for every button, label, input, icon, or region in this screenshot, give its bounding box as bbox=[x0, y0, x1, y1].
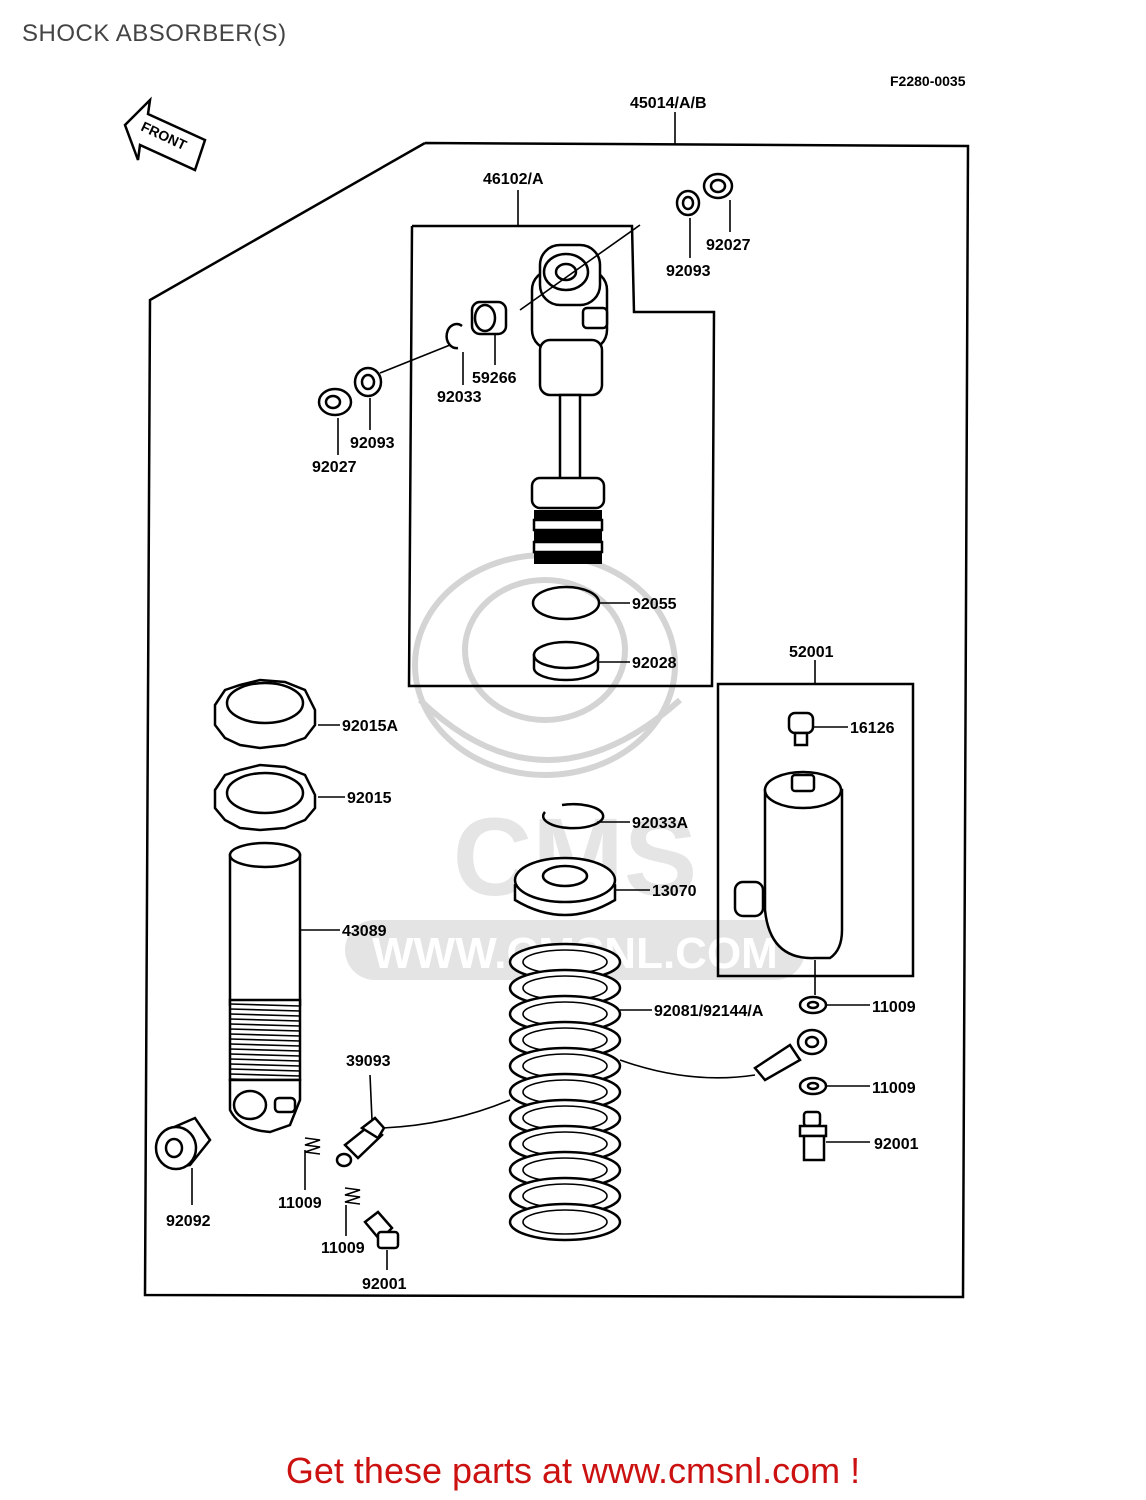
label-16126: 16126 bbox=[850, 720, 895, 737]
label-11009-d: 11009 bbox=[872, 1080, 916, 1097]
label-92015: 92015 bbox=[347, 790, 392, 807]
locknut-92015A: 92015A bbox=[213, 678, 398, 750]
label-92093-left: 92093 bbox=[350, 435, 395, 452]
label-59266: 59266 bbox=[472, 370, 517, 387]
thread-line bbox=[229, 1043, 301, 1047]
body-tube-43089: 43089 bbox=[228, 841, 387, 1134]
thread-line bbox=[229, 1063, 301, 1067]
bolt-92001-left: 92001 bbox=[362, 1210, 407, 1293]
thread-line bbox=[229, 1018, 301, 1022]
label-92033: 92033 bbox=[437, 389, 482, 406]
label-92027-left: 92027 bbox=[312, 459, 357, 476]
front-arrow-icon: FRONT bbox=[123, 96, 207, 172]
washer-11009-d: 11009 bbox=[798, 1076, 916, 1097]
label-92001-left: 92001 bbox=[362, 1276, 407, 1293]
washer-11009-b: 11009 bbox=[321, 1187, 365, 1257]
circlip-92033: 92033 bbox=[437, 322, 482, 406]
exploded-parts-diagram: CMS WWW.CMSNL.COM F2280-0035 FRONT 45014… bbox=[123, 73, 970, 1299]
bush-92027-top: 92027 bbox=[702, 172, 751, 254]
seal-92093-top: 92093 bbox=[666, 189, 711, 280]
drawing-code: F2280-0035 bbox=[890, 73, 966, 89]
label-11009-c: 11009 bbox=[872, 999, 916, 1016]
thread-line bbox=[229, 1073, 301, 1077]
shock-upper-body bbox=[379, 224, 641, 564]
label-11009-a: 11009 bbox=[278, 1195, 322, 1212]
upper-assembly-box: 46102/A bbox=[407, 171, 716, 688]
label-92055: 92055 bbox=[632, 596, 677, 613]
thread-line bbox=[229, 1058, 301, 1062]
label-52001: 52001 bbox=[789, 644, 834, 661]
label-45014: 45014/A/B bbox=[630, 95, 707, 112]
page-title: SHOCK ABSORBER(S) bbox=[22, 20, 287, 47]
seal-92093-left: 92093 bbox=[350, 366, 395, 452]
washer-11009-c: 11009 bbox=[798, 995, 916, 1016]
label-43089: 43089 bbox=[342, 923, 387, 940]
footer-promo-link[interactable]: Get these parts at www.cmsnl.com ! bbox=[285, 1450, 861, 1491]
thread-line bbox=[229, 1023, 301, 1027]
thread-line bbox=[229, 1013, 301, 1017]
label-92033A: 92033A bbox=[632, 815, 688, 832]
thread-line bbox=[229, 1068, 301, 1072]
snap-ring-92033A: 92033A bbox=[541, 802, 688, 832]
reservoir-body bbox=[733, 770, 844, 995]
label-92027-top: 92027 bbox=[706, 237, 751, 254]
bush-92092: 92092 bbox=[154, 1116, 212, 1230]
thread-line bbox=[229, 1028, 301, 1032]
banjo-fitting bbox=[619, 1028, 828, 1082]
label-46102: 46102/A bbox=[483, 171, 544, 188]
coil-spring-92081: 92081/92144/A bbox=[508, 942, 764, 1242]
bush-92027-left: 92027 bbox=[312, 387, 357, 476]
label-92015A: 92015A bbox=[342, 718, 398, 735]
label-39093: 39093 bbox=[346, 1053, 391, 1070]
thread-line bbox=[229, 1048, 301, 1052]
bolt-92001-right: 92001 bbox=[798, 1110, 919, 1162]
thread-line bbox=[229, 1003, 301, 1007]
label-13070: 13070 bbox=[652, 883, 697, 900]
spring-coil-inner bbox=[522, 1209, 608, 1235]
spacer-59266: 59266 bbox=[470, 300, 517, 387]
thread-line bbox=[229, 1008, 301, 1012]
assembly-outline: 45014/A/B bbox=[143, 95, 970, 1299]
o-ring-92055: 92055 bbox=[531, 585, 677, 621]
thread-line bbox=[229, 1053, 301, 1057]
thread-line bbox=[229, 1038, 301, 1042]
label-92081: 92081/92144/A bbox=[654, 1003, 764, 1020]
thread-line bbox=[229, 1033, 301, 1037]
locknut-92015: 92015 bbox=[213, 763, 392, 832]
label-92028: 92028 bbox=[632, 655, 677, 672]
label-92092: 92092 bbox=[166, 1213, 211, 1230]
ring-92028: 92028 bbox=[532, 640, 677, 682]
washer-11009-a: 11009 bbox=[278, 1137, 322, 1212]
label-11009-b: 11009 bbox=[321, 1240, 365, 1257]
label-92093-top: 92093 bbox=[666, 263, 711, 280]
label-92001-right: 92001 bbox=[874, 1136, 919, 1153]
cap-16126: 16126 bbox=[787, 711, 895, 747]
spring-seat-13070: 13070 bbox=[513, 856, 697, 917]
hose-fitting-39093: 39093 bbox=[335, 1053, 511, 1168]
